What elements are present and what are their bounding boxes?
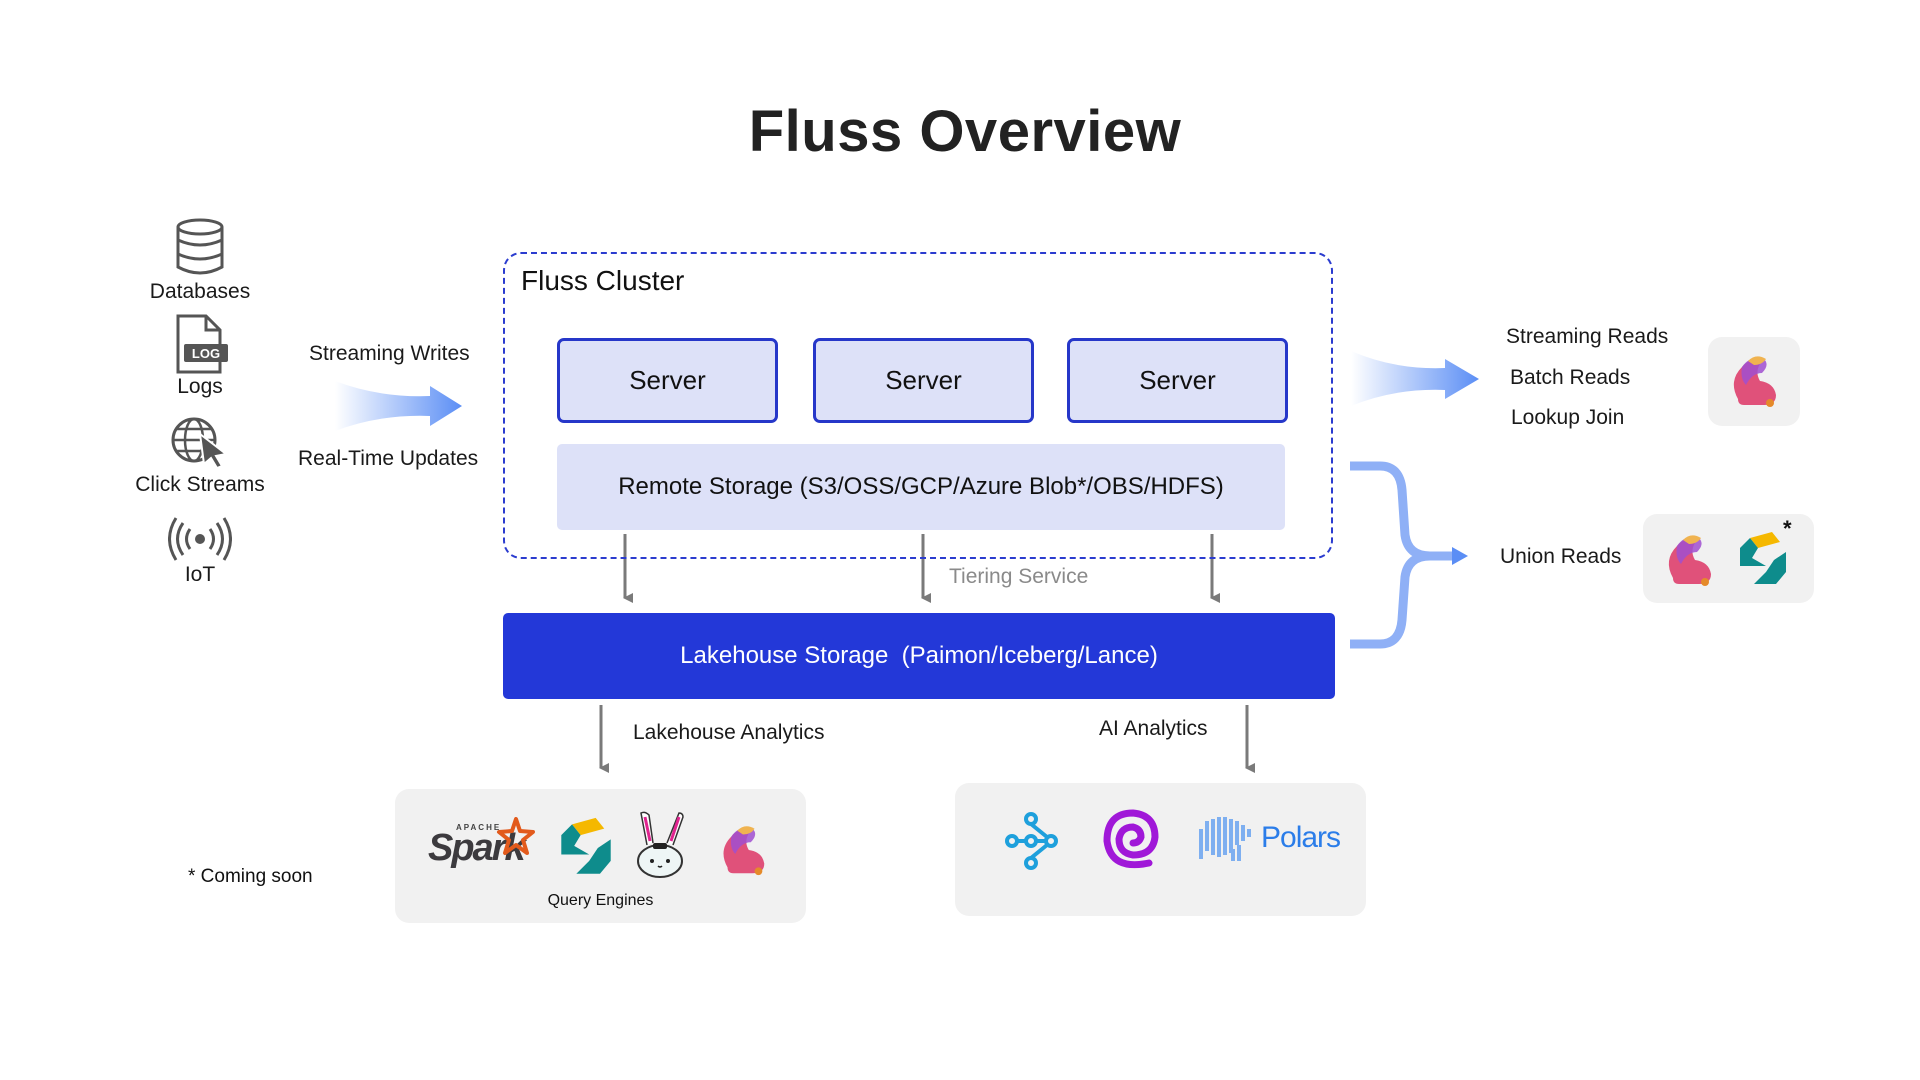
source-click-streams: Click Streams bbox=[100, 416, 300, 497]
globe-cursor-icon bbox=[171, 417, 229, 470]
ai-engines-box: Polars bbox=[955, 783, 1366, 916]
log-file-icon: LOG bbox=[176, 314, 228, 374]
lakehouse-storage-label: Lakehouse Storage (Paimon/Iceberg/Lance) bbox=[680, 642, 1158, 669]
server-label: Server bbox=[629, 365, 706, 395]
source-logs: LOG Logs bbox=[100, 314, 300, 399]
server-label: Server bbox=[1139, 365, 1216, 395]
read-engine-box bbox=[1708, 337, 1800, 426]
flink-icon bbox=[1668, 535, 1711, 586]
server-label: Server bbox=[885, 365, 962, 395]
remote-storage-label: Remote Storage (S3/OSS/GCP/Azure Blob*/O… bbox=[618, 473, 1224, 500]
server-node[interactable]: Server bbox=[557, 338, 778, 423]
coming-soon-marker: * bbox=[1783, 516, 1792, 541]
read-arrow bbox=[1351, 351, 1479, 406]
fluss-cluster bbox=[503, 252, 1333, 559]
coming-soon-footnote: * Coming soon bbox=[188, 866, 313, 887]
server-node[interactable]: Server bbox=[1067, 338, 1288, 423]
tiering-service-label: Tiering Service bbox=[949, 565, 1089, 588]
union-reads-label: Union Reads bbox=[1500, 545, 1622, 568]
query-engines-label: Query Engines bbox=[547, 892, 654, 909]
server-node[interactable]: Server bbox=[813, 338, 1034, 423]
flink-icon bbox=[1733, 356, 1776, 407]
union-arrow-head bbox=[1452, 547, 1468, 565]
source-label: IoT bbox=[184, 563, 216, 586]
real-time-updates-label: Real-Time Updates bbox=[298, 447, 479, 470]
swirl-icon bbox=[1103, 809, 1159, 869]
source-databases: Databases bbox=[100, 217, 300, 304]
lookup-join-label: Lookup Join bbox=[1511, 406, 1625, 429]
union-engine-box: * bbox=[1643, 514, 1814, 603]
polars-text: Polars bbox=[1261, 821, 1341, 854]
batch-reads-label: Batch Reads bbox=[1510, 366, 1631, 389]
polar-bear-icon bbox=[1199, 817, 1251, 861]
spark-apache-text: APACHE bbox=[456, 823, 502, 832]
page-title: Fluss Overview bbox=[748, 99, 1182, 164]
trino-bunny-icon bbox=[637, 811, 684, 878]
source-label: Databases bbox=[149, 280, 251, 303]
database-icon bbox=[176, 218, 224, 275]
log-badge-text: LOG bbox=[192, 346, 220, 361]
spark-star-icon bbox=[497, 817, 535, 855]
broadcast-icon bbox=[168, 517, 232, 561]
lakehouse-analytics-label: Lakehouse Analytics bbox=[633, 721, 825, 744]
lakehouse-storage[interactable]: Lakehouse Storage (Paimon/Iceberg/Lance) bbox=[503, 613, 1335, 699]
query-engines-box: APACHE Spark Query Engines bbox=[395, 789, 806, 923]
streaming-writes-label: Streaming Writes bbox=[309, 342, 470, 365]
union-bracket bbox=[1350, 461, 1455, 649]
ingest-arrow bbox=[335, 381, 462, 431]
source-label: Logs bbox=[177, 375, 223, 398]
ai-analytics-label: AI Analytics bbox=[1099, 717, 1208, 740]
spark-icon: APACHE Spark bbox=[428, 817, 538, 877]
streaming-reads-label: Streaming Reads bbox=[1506, 325, 1669, 348]
source-label: Click Streams bbox=[135, 473, 265, 496]
remote-storage[interactable]: Remote Storage (S3/OSS/GCP/Azure Blob*/O… bbox=[557, 444, 1285, 530]
source-iot: IoT bbox=[100, 516, 300, 587]
flink-icon bbox=[723, 826, 765, 876]
starrocks-icon bbox=[1740, 532, 1786, 584]
polars-icon: Polars bbox=[1195, 813, 1341, 869]
pipeline-graph-icon bbox=[1005, 812, 1058, 870]
cluster-label: Fluss Cluster bbox=[521, 265, 685, 296]
starrocks-icon bbox=[561, 817, 611, 874]
